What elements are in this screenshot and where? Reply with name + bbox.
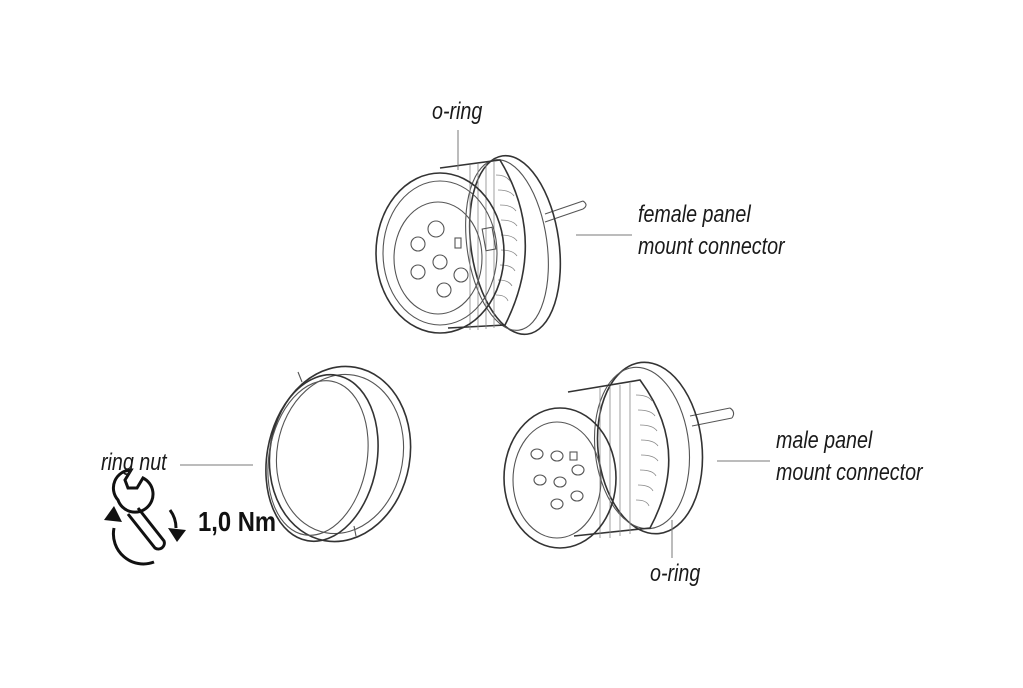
oring-bottom-label: o-ring [650, 560, 701, 587]
leader-lines [180, 130, 770, 558]
male-label-line2: mount connector [776, 459, 923, 486]
male-connector [503, 361, 735, 549]
wrench-rotate-icon [104, 468, 186, 566]
ring-nut [265, 365, 412, 543]
male-label-line1: male panel [776, 427, 873, 454]
female-label-line2: mount connector [638, 233, 785, 260]
torque-label: 1,0 Nm [198, 506, 277, 537]
oring-top-label: o-ring [432, 98, 483, 125]
female-connector [375, 154, 587, 336]
ring-nut-label: ring nut [101, 449, 167, 476]
female-label-line1: female panel [638, 201, 751, 228]
